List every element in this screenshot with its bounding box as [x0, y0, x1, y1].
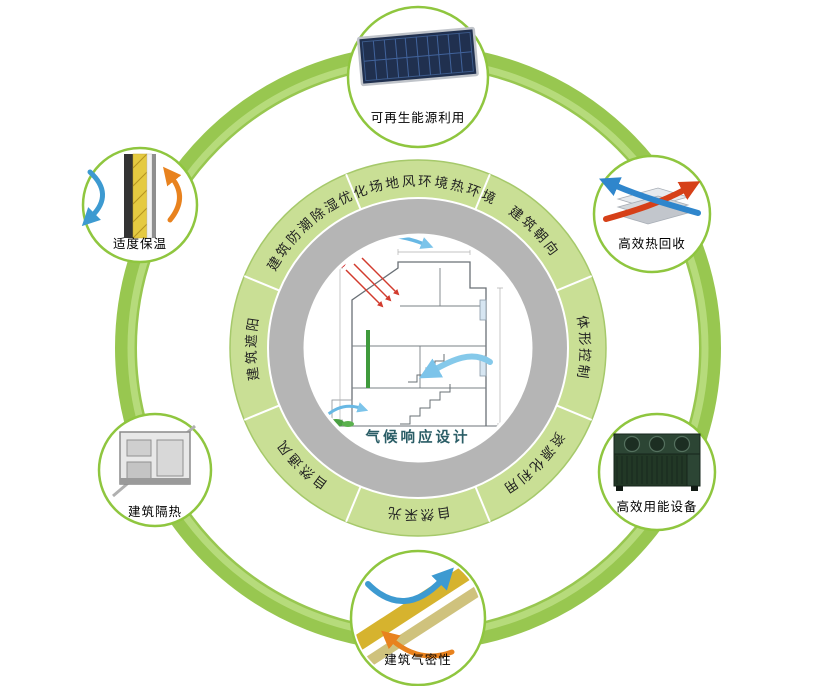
satellite-efficient-equipment: 高效用能设备 — [597, 412, 717, 532]
solar-panel-icon — [356, 26, 479, 87]
wall-insulation-icon — [81, 153, 182, 239]
window-profile-icon — [112, 424, 196, 498]
hot-air-arrow — [603, 181, 701, 222]
segment-dividers — [243, 173, 593, 523]
wind-arrow-ground — [324, 402, 369, 418]
gray-ring-band — [267, 197, 569, 499]
gray-ring — [267, 197, 569, 499]
segment-divider — [243, 275, 280, 292]
air-seal-icon — [354, 554, 482, 682]
air-bounce-arrow-orange — [381, 630, 455, 659]
center-title: 气候响应设计 — [365, 428, 471, 446]
plants — [342, 421, 354, 427]
solar-radiation-arrows — [345, 257, 400, 308]
center-disc — [304, 234, 532, 462]
satellite-heat-recovery: 高效热回收 — [592, 154, 712, 274]
cold-air-arrow — [81, 169, 105, 227]
satellite-label: 可再生能源利用 — [371, 111, 466, 125]
air-bounce-arrow-blue — [365, 567, 454, 604]
satellite-moderate-insulation: 适度保温 — [81, 146, 199, 264]
satellite-label: 高效用能设备 — [616, 499, 697, 514]
green-wall-strip — [366, 330, 370, 388]
heat-exchanger-icon — [598, 177, 701, 225]
satellite-heat-insulation: 建筑隔热 — [97, 412, 213, 528]
satellite-renewable-energy: 可再生能源利用 — [346, 5, 490, 149]
ring-segment-label-daylight: 自然采光 — [384, 504, 451, 523]
segment-divider — [345, 173, 362, 210]
satellite-label: 高效热回收 — [618, 236, 686, 251]
floor-slabs — [352, 268, 486, 389]
segment-divider — [345, 486, 362, 523]
window — [479, 299, 487, 321]
satellite-label: 建筑气密性 — [384, 652, 452, 667]
gray-ring-outer-gap — [267, 197, 569, 499]
segment-band — [230, 160, 606, 536]
cool-air-arrow — [598, 177, 701, 216]
segment-divider — [556, 275, 593, 292]
segment-band-outer-edge — [229, 159, 607, 537]
wind-arrow-interior — [418, 353, 493, 379]
stairs-lower — [400, 384, 451, 425]
segment-divider — [474, 173, 491, 210]
satellite-label: 适度保温 — [113, 236, 167, 251]
warm-air-arrow — [163, 166, 182, 223]
satellite-airtightness: 建筑气密性 — [349, 549, 487, 686]
segment-ring — [229, 159, 607, 537]
chiller-icon — [613, 433, 701, 491]
segment-divider — [556, 404, 593, 421]
building-outline — [351, 261, 487, 426]
segment-divider — [243, 404, 280, 421]
segment-divider — [474, 486, 491, 523]
satellite-label: 建筑隔热 — [128, 504, 182, 519]
